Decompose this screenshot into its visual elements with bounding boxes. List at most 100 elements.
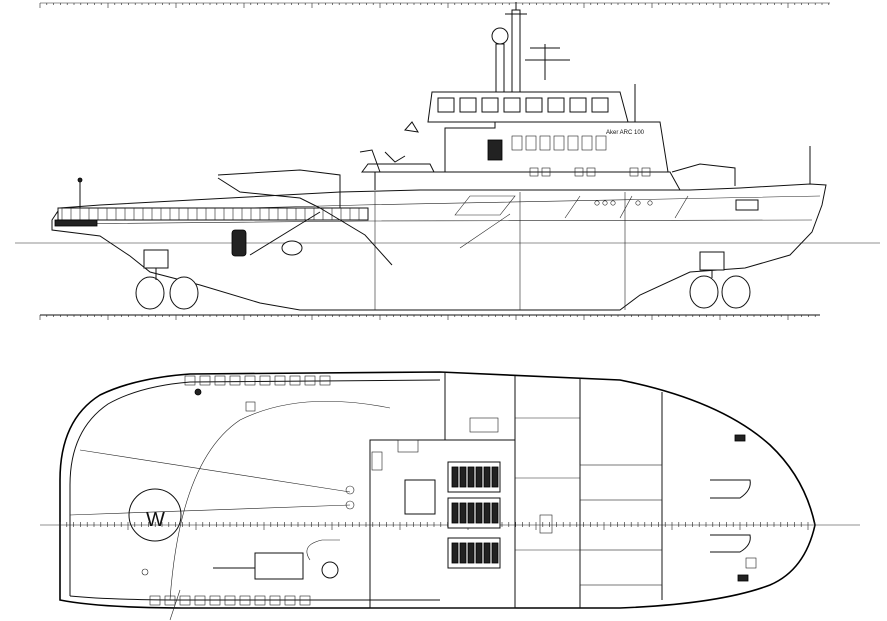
deck-window <box>511 135 523 151</box>
main-mast <box>511 9 521 93</box>
deck-window <box>529 167 539 177</box>
engine-cylinder <box>491 542 499 564</box>
bulwark-inner <box>69 595 440 601</box>
towing-winch-circle <box>128 488 182 542</box>
hull-door <box>454 195 516 216</box>
anchor-pocket <box>710 534 751 553</box>
porthole <box>635 200 641 206</box>
deck-window <box>641 167 651 177</box>
deck-window <box>539 135 551 151</box>
engine-cylinder <box>467 542 475 564</box>
bulwark-frame <box>179 595 191 606</box>
radome-mast <box>495 43 505 93</box>
bulwark-frame <box>269 595 281 606</box>
fwd-crane-boom <box>671 163 736 186</box>
engine-cylinder <box>483 542 491 564</box>
bulwark-frames-top <box>184 375 331 386</box>
engine-cylinder <box>491 466 499 488</box>
rail-posts <box>61 208 360 220</box>
engine-cylinder <box>467 502 475 524</box>
bulwark-frame <box>304 375 316 386</box>
bulwark-frame <box>214 375 226 386</box>
rescue-boat <box>361 163 435 173</box>
engine-cylinder <box>451 542 459 564</box>
equipment-block <box>487 139 503 161</box>
hull-panel-line <box>564 195 581 219</box>
crane-base-arc <box>306 539 340 561</box>
deck-window <box>595 135 607 151</box>
bulwark-frame <box>229 375 241 386</box>
a-frame <box>319 207 393 266</box>
winch-drum <box>231 229 247 257</box>
bulwark-frame <box>299 595 311 606</box>
hull-panel-line <box>674 195 689 219</box>
tow-line <box>69 504 351 516</box>
porthole <box>602 200 608 206</box>
deck-window <box>629 167 639 177</box>
equipment-box <box>469 417 499 433</box>
aft-deck-bulwark <box>57 207 369 221</box>
side-elevation: Aker ARC 100 <box>15 2 880 320</box>
baseline-ticks <box>39 315 816 320</box>
engine-cylinder <box>459 466 467 488</box>
crane-strut <box>249 211 321 256</box>
crane-reach-arc <box>169 400 391 601</box>
thruster-housing <box>699 251 725 271</box>
hull-outline <box>51 183 827 311</box>
bow-thruster-hatch <box>735 199 759 211</box>
bulwark-frame <box>284 595 296 606</box>
deck-marking: W <box>146 509 165 531</box>
main-engines <box>447 461 501 569</box>
deck-outline <box>59 371 816 609</box>
bridge-window <box>437 97 455 113</box>
deck-window <box>581 135 593 151</box>
bridge-window <box>547 97 565 113</box>
bulwark-frame <box>254 595 266 606</box>
leader-line <box>169 589 181 621</box>
engine-cylinder <box>475 542 483 564</box>
fairlead <box>737 574 749 582</box>
boat-davit-arm <box>384 151 406 163</box>
deck-window <box>553 135 565 151</box>
bulwark-frame <box>289 375 301 386</box>
bulwark-frames-bottom <box>149 595 311 606</box>
deck-house-lower <box>374 171 681 191</box>
engine-cylinder <box>459 542 467 564</box>
aft-crane-boom <box>217 169 341 208</box>
bulwark-inner <box>69 379 441 596</box>
thruster-housing <box>143 249 169 269</box>
deck-hatch <box>245 401 256 412</box>
stern-light <box>77 177 83 183</box>
bulwark-frame <box>259 375 271 386</box>
porthole <box>647 200 653 206</box>
deck-fitting <box>345 500 355 510</box>
thruster-pod <box>135 276 165 310</box>
bulwark-frame <box>184 375 196 386</box>
deck-window <box>567 135 579 151</box>
bulwark-frame <box>244 375 256 386</box>
engine-cylinder <box>483 502 491 524</box>
vessel-name-label: Aker ARC 100 <box>606 130 645 136</box>
thruster-pod <box>721 275 751 309</box>
flag-icon <box>404 121 419 133</box>
bollard-icon <box>141 568 149 576</box>
engine-cylinder <box>475 502 483 524</box>
deck-window <box>586 167 596 177</box>
main-deck-line <box>55 219 813 225</box>
tank-compartment <box>579 549 663 586</box>
engine-cylinder <box>467 466 475 488</box>
engine-cylinder <box>451 466 459 488</box>
centerline-ticks <box>59 522 816 530</box>
anchor-pocket <box>710 479 751 499</box>
bridge-windows <box>437 97 609 113</box>
fairlead <box>734 434 746 442</box>
locker <box>371 451 383 471</box>
deck-fitting <box>345 485 355 495</box>
bulwark-frame <box>224 595 236 606</box>
stair-block <box>539 514 553 534</box>
boat-davit <box>359 149 381 173</box>
deck-windows <box>511 135 651 177</box>
bridge-window <box>481 97 499 113</box>
stern-roller <box>54 219 98 227</box>
